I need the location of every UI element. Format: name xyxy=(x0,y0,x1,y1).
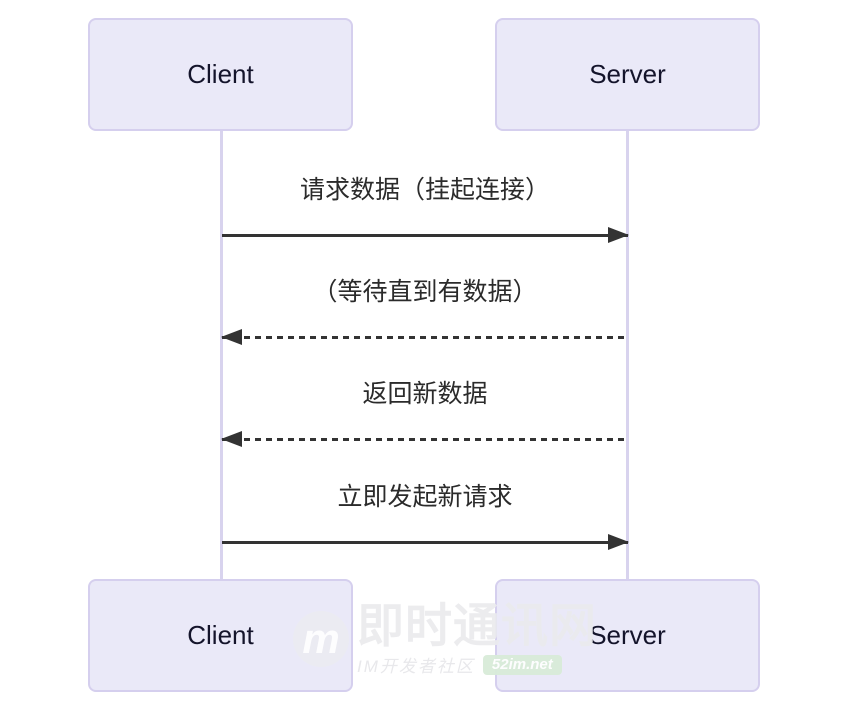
actor-label-client-bottom: Client xyxy=(187,620,254,650)
arrowhead-left-icon xyxy=(221,431,242,447)
watermark-community: IM开发者社区 xyxy=(357,657,475,676)
actor-box-client-top: Client xyxy=(88,18,353,131)
arrowhead-right-icon xyxy=(608,227,629,243)
actor-box-server-bottom: Server xyxy=(495,579,760,692)
message-arrow-new-request xyxy=(222,534,629,550)
actor-label-server-bottom: Server xyxy=(589,620,666,650)
arrowhead-right-icon xyxy=(608,534,629,550)
server-lifeline xyxy=(626,131,629,579)
message-arrow-return-new-data xyxy=(221,431,628,447)
message-label-wait-until-data: （等待直到有数据） xyxy=(312,278,538,306)
message-arrow-wait-until-data xyxy=(221,329,628,345)
message-label-return-new-data: 返回新数据 xyxy=(362,380,488,408)
actor-label-client-top: Client xyxy=(187,59,254,89)
actor-label-server-top: Server xyxy=(589,59,666,89)
arrowhead-left-icon xyxy=(221,329,242,345)
message-label-new-request: 立即发起新请求 xyxy=(337,483,513,511)
message-label-request-data: 请求数据（挂起连接） xyxy=(299,176,550,204)
actor-box-client-bottom: Client xyxy=(88,579,353,692)
client-lifeline xyxy=(220,131,223,579)
message-arrow-request-data xyxy=(222,227,629,243)
actor-box-server-top: Server xyxy=(495,18,760,131)
